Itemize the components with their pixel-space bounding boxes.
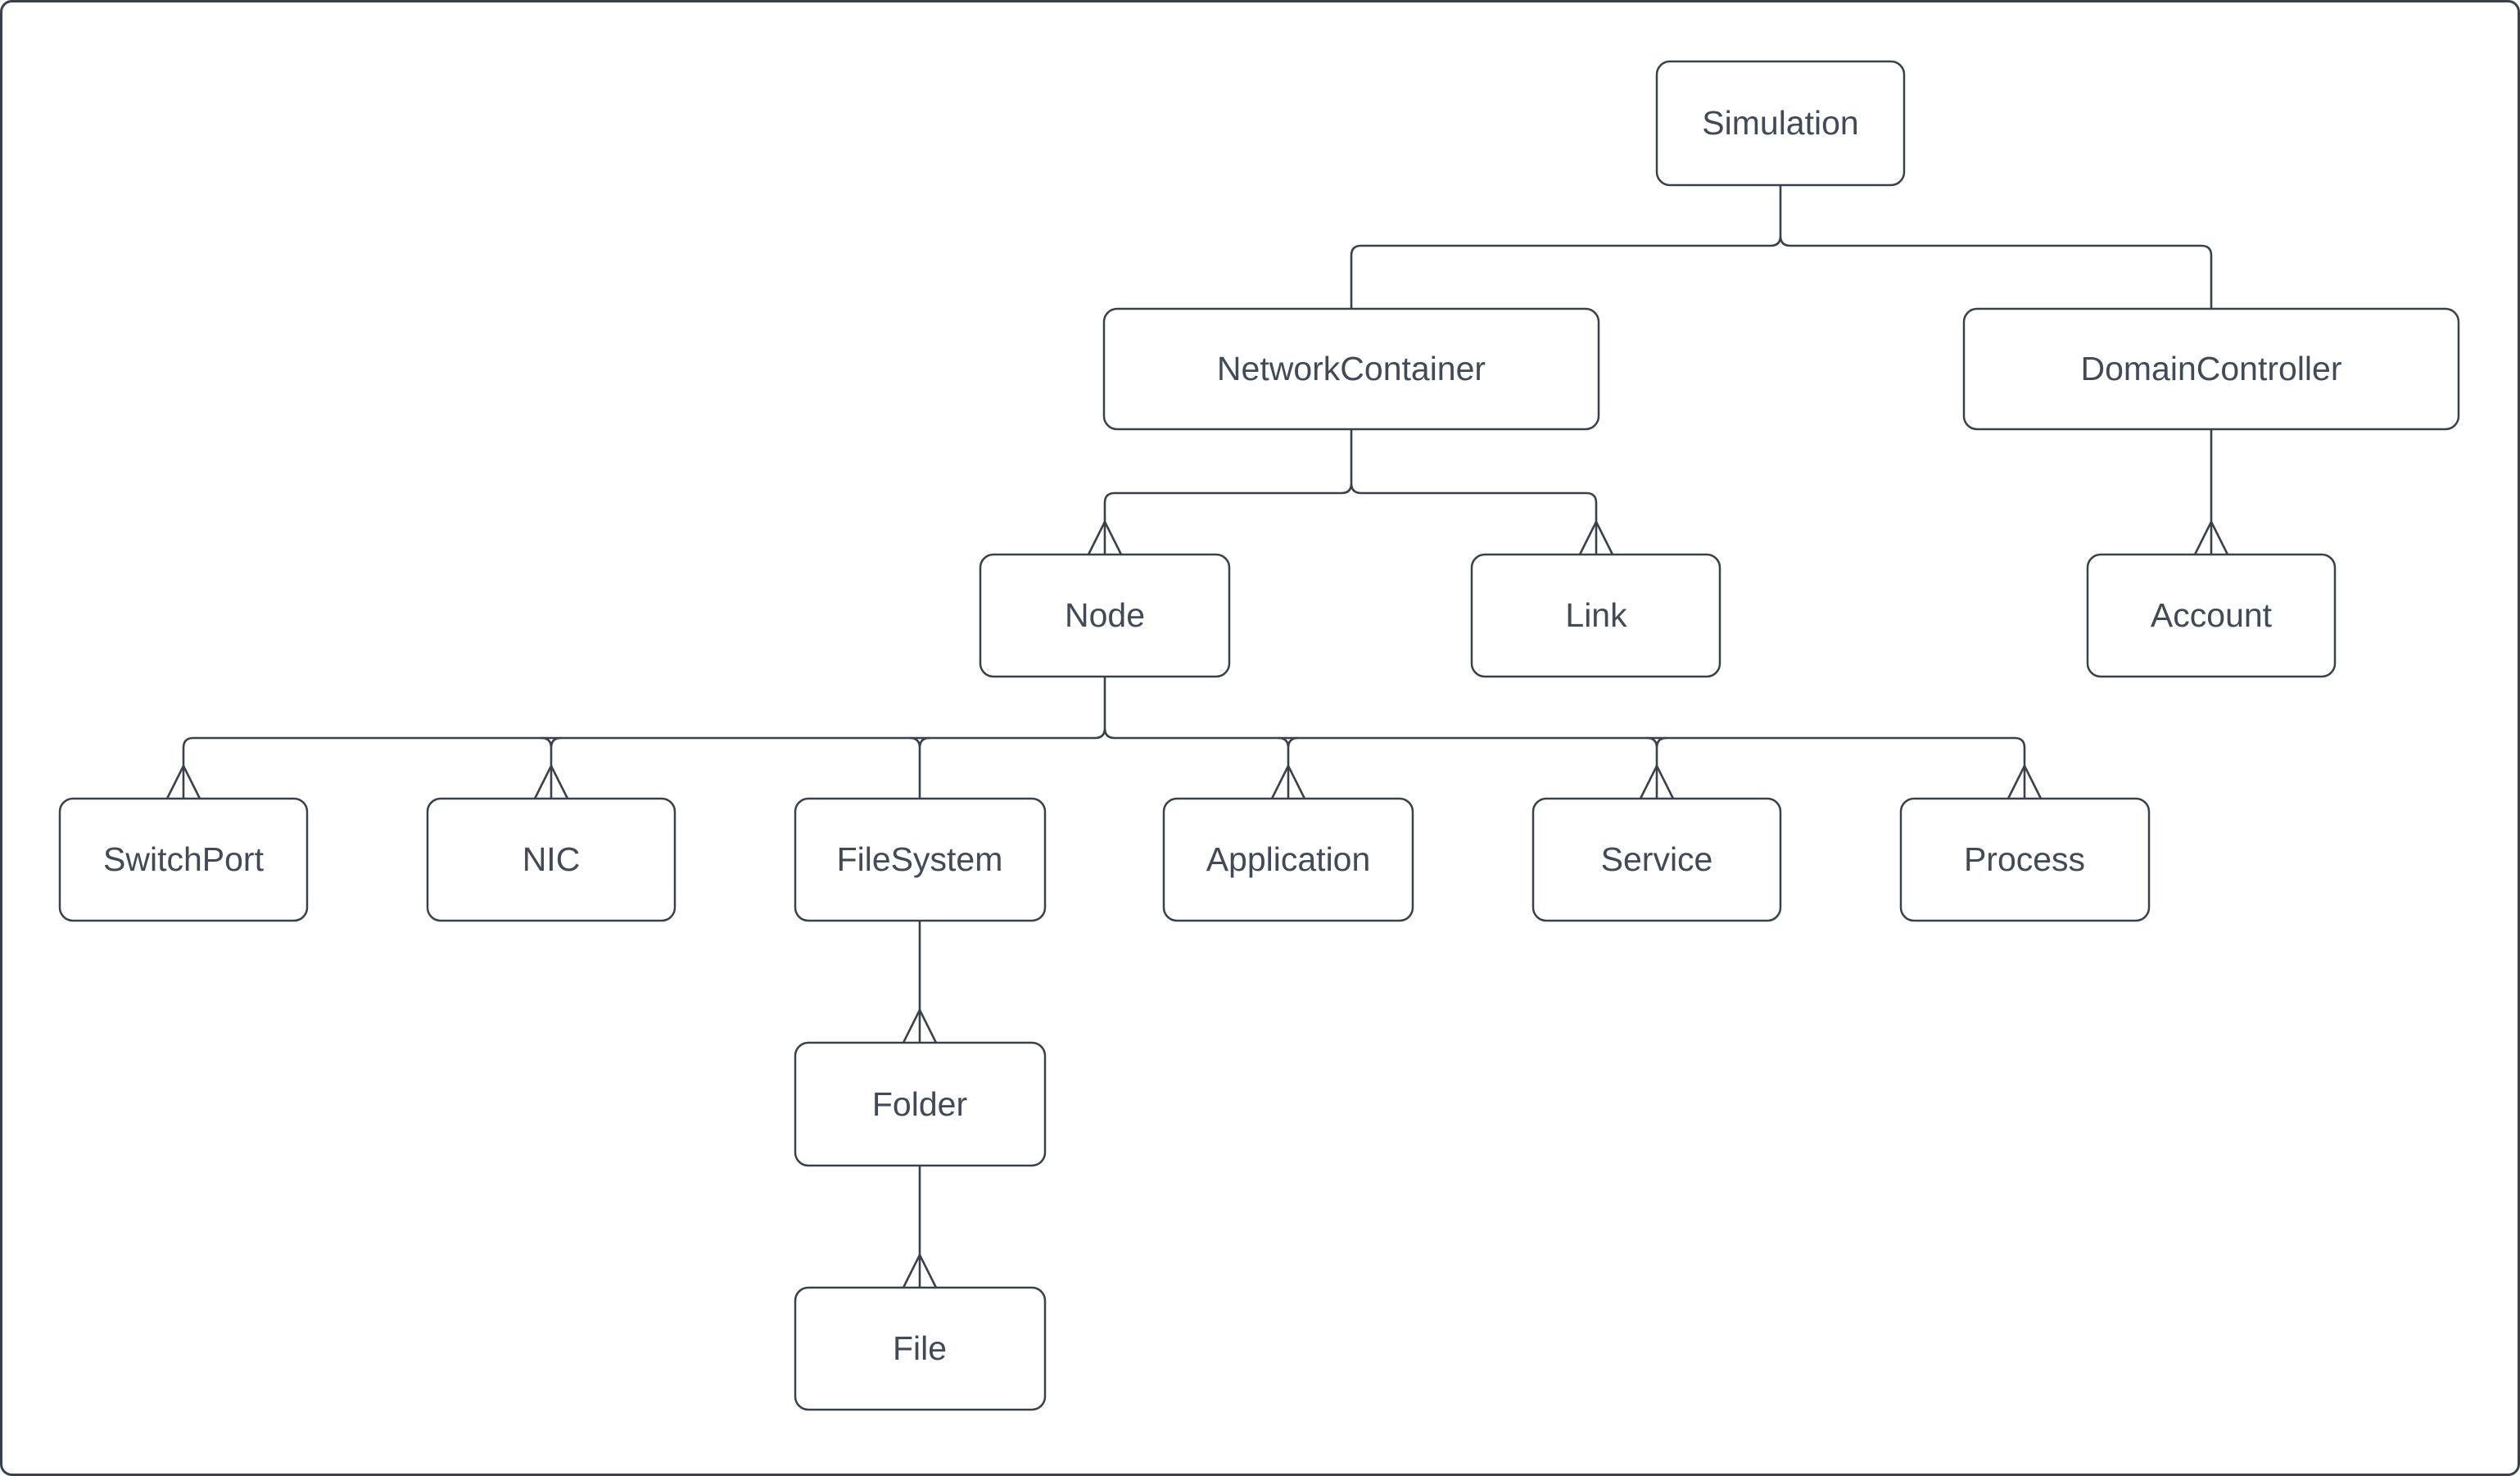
- open-arrowhead-icon: [1639, 763, 1675, 799]
- node-label: Account: [2151, 596, 2273, 634]
- node-file[interactable]: File: [794, 1286, 1047, 1411]
- node-label: NIC: [523, 840, 581, 878]
- node-simulation[interactable]: Simulation: [1655, 60, 1906, 187]
- node-domaincontroller[interactable]: DomainController: [1962, 307, 2460, 431]
- node-filesystem[interactable]: FileSystem: [794, 797, 1047, 922]
- node-label: Link: [1565, 596, 1627, 634]
- connector-node-application-stub: [1278, 736, 1299, 799]
- open-arrowhead-icon: [533, 763, 569, 799]
- connector-node-filesystem-stub: [909, 736, 930, 799]
- node-label: FileSystem: [837, 840, 1003, 878]
- connector-node-children-bus: [182, 727, 2026, 799]
- node-label: SwitchPort: [103, 840, 265, 878]
- connector-networkcontainer-children-bus: [1103, 482, 1598, 555]
- node-nic[interactable]: NIC: [426, 797, 676, 922]
- node-link[interactable]: Link: [1470, 553, 1721, 678]
- open-arrowhead-icon: [902, 1252, 938, 1288]
- node-process[interactable]: Process: [1899, 797, 2151, 922]
- node-label: File: [893, 1329, 947, 1367]
- node-label: Service: [1601, 840, 1713, 878]
- node-label: Folder: [872, 1085, 967, 1123]
- node-layer: Simulation NetworkContainer DomainContro…: [58, 60, 2460, 1411]
- open-arrowhead-icon: [2193, 519, 2229, 555]
- node-label: Process: [1964, 840, 2085, 878]
- node-label: NetworkContainer: [1217, 350, 1486, 387]
- node-label: DomainController: [2080, 350, 2341, 387]
- connector-simulation-children-bus: [1350, 235, 2213, 309]
- node-label: Simulation: [1702, 104, 1858, 142]
- node-label: Node: [1065, 596, 1145, 634]
- node-node[interactable]: Node: [979, 553, 1231, 678]
- node-folder[interactable]: Folder: [794, 1041, 1047, 1167]
- node-account[interactable]: Account: [2086, 553, 2337, 678]
- open-arrowhead-icon: [1270, 763, 1306, 799]
- node-switchport[interactable]: SwitchPort: [58, 797, 309, 922]
- open-arrowhead-icon: [902, 1007, 938, 1044]
- node-label: Application: [1206, 840, 1371, 878]
- connector-layer: [165, 185, 2229, 1288]
- connector-node-nic-stub: [541, 736, 562, 799]
- open-arrowhead-icon: [165, 763, 201, 799]
- node-networkcontainer[interactable]: NetworkContainer: [1102, 307, 1600, 431]
- open-arrowhead-icon: [2006, 763, 2043, 799]
- open-arrowhead-icon: [1087, 519, 1123, 555]
- open-arrowhead-icon: [1578, 519, 1614, 555]
- node-application[interactable]: Application: [1162, 797, 1414, 922]
- connector-node-service-stub: [1646, 736, 1667, 799]
- node-service[interactable]: Service: [1531, 797, 1782, 922]
